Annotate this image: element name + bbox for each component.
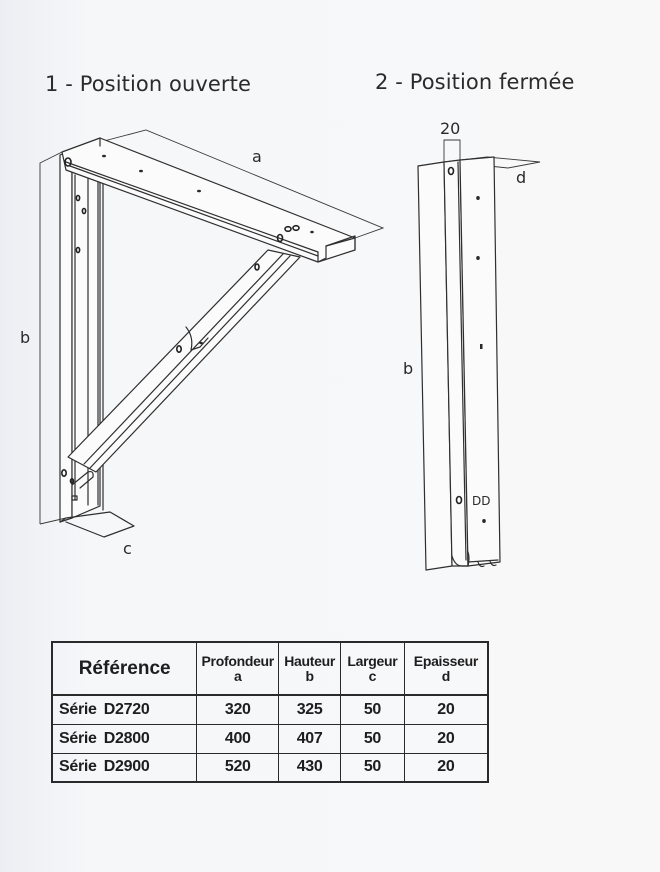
cell-depth: 320 (196, 695, 280, 725)
cell-height: 407 (278, 724, 342, 754)
cell-thickness: 20 (404, 695, 488, 725)
dimension-label-d: d (516, 168, 526, 187)
specification-table: Référence Profondeur a Hauteur b Largeur… (51, 641, 489, 783)
pivot-hole-icon (447, 166, 455, 176)
cell-width: 50 (340, 753, 405, 782)
cell-thickness: 20 (437, 758, 455, 776)
cell-reference: Série D2720 (52, 695, 198, 725)
table-row: Série D2900 520 430 50 20 (52, 753, 488, 782)
closed-bracket-drawing: 20 d DD b (403, 119, 541, 571)
wall-outline-icon (39, 151, 63, 524)
open-bracket-drawing: a b c (20, 129, 385, 558)
figure-title-closed-position: 2 - Position fermée (375, 70, 575, 94)
cell-reference: Série D2900 (52, 753, 198, 782)
table-row: Série D2800 400 407 50 20 (52, 724, 488, 754)
dimension-label-width: 20 (440, 119, 460, 138)
technical-drawings: a b c 20 d DD b (20, 119, 541, 571)
stamp-mark: DD (472, 494, 490, 508)
cell-width: 50 (340, 724, 405, 754)
figure-title-open-position: 1 - Position ouverte (45, 72, 252, 96)
dimension-label-a: a (252, 147, 262, 166)
vertical-bar-side (59, 149, 73, 523)
cell-reference: Série D2800 (52, 724, 198, 754)
table-row: Série D2720 320 325 50 20 (52, 695, 488, 725)
header-width: Largeur c (340, 642, 405, 696)
header-thickness: Epaisseur d (404, 642, 488, 696)
slot-icon (284, 225, 292, 233)
cell-height: 325 (278, 695, 342, 725)
pivot-hole-icon (64, 157, 72, 167)
cell-width: 50 (340, 695, 405, 725)
header-depth: Profondeur a (196, 642, 280, 696)
hinge-sleeve (185, 326, 209, 351)
cell-thickness: 20 (404, 724, 488, 754)
width-dimension-marker (443, 139, 461, 162)
dimension-label-c: c (123, 539, 132, 558)
cell-height: 430 (278, 753, 342, 782)
horizontal-arm (61, 137, 356, 263)
dimension-label-b: b (20, 328, 30, 347)
header-height: Hauteur b (278, 642, 342, 696)
diagonal-strut (67, 249, 301, 473)
cell-depth: 520 (196, 753, 280, 782)
table-header-row: Référence Profondeur a Hauteur b Largeur… (52, 642, 488, 696)
closed-bar-front (459, 156, 501, 567)
header-reference: Référence (52, 642, 198, 696)
dimension-label-b-closed: b (403, 359, 413, 378)
cell-depth: 400 (196, 724, 280, 754)
